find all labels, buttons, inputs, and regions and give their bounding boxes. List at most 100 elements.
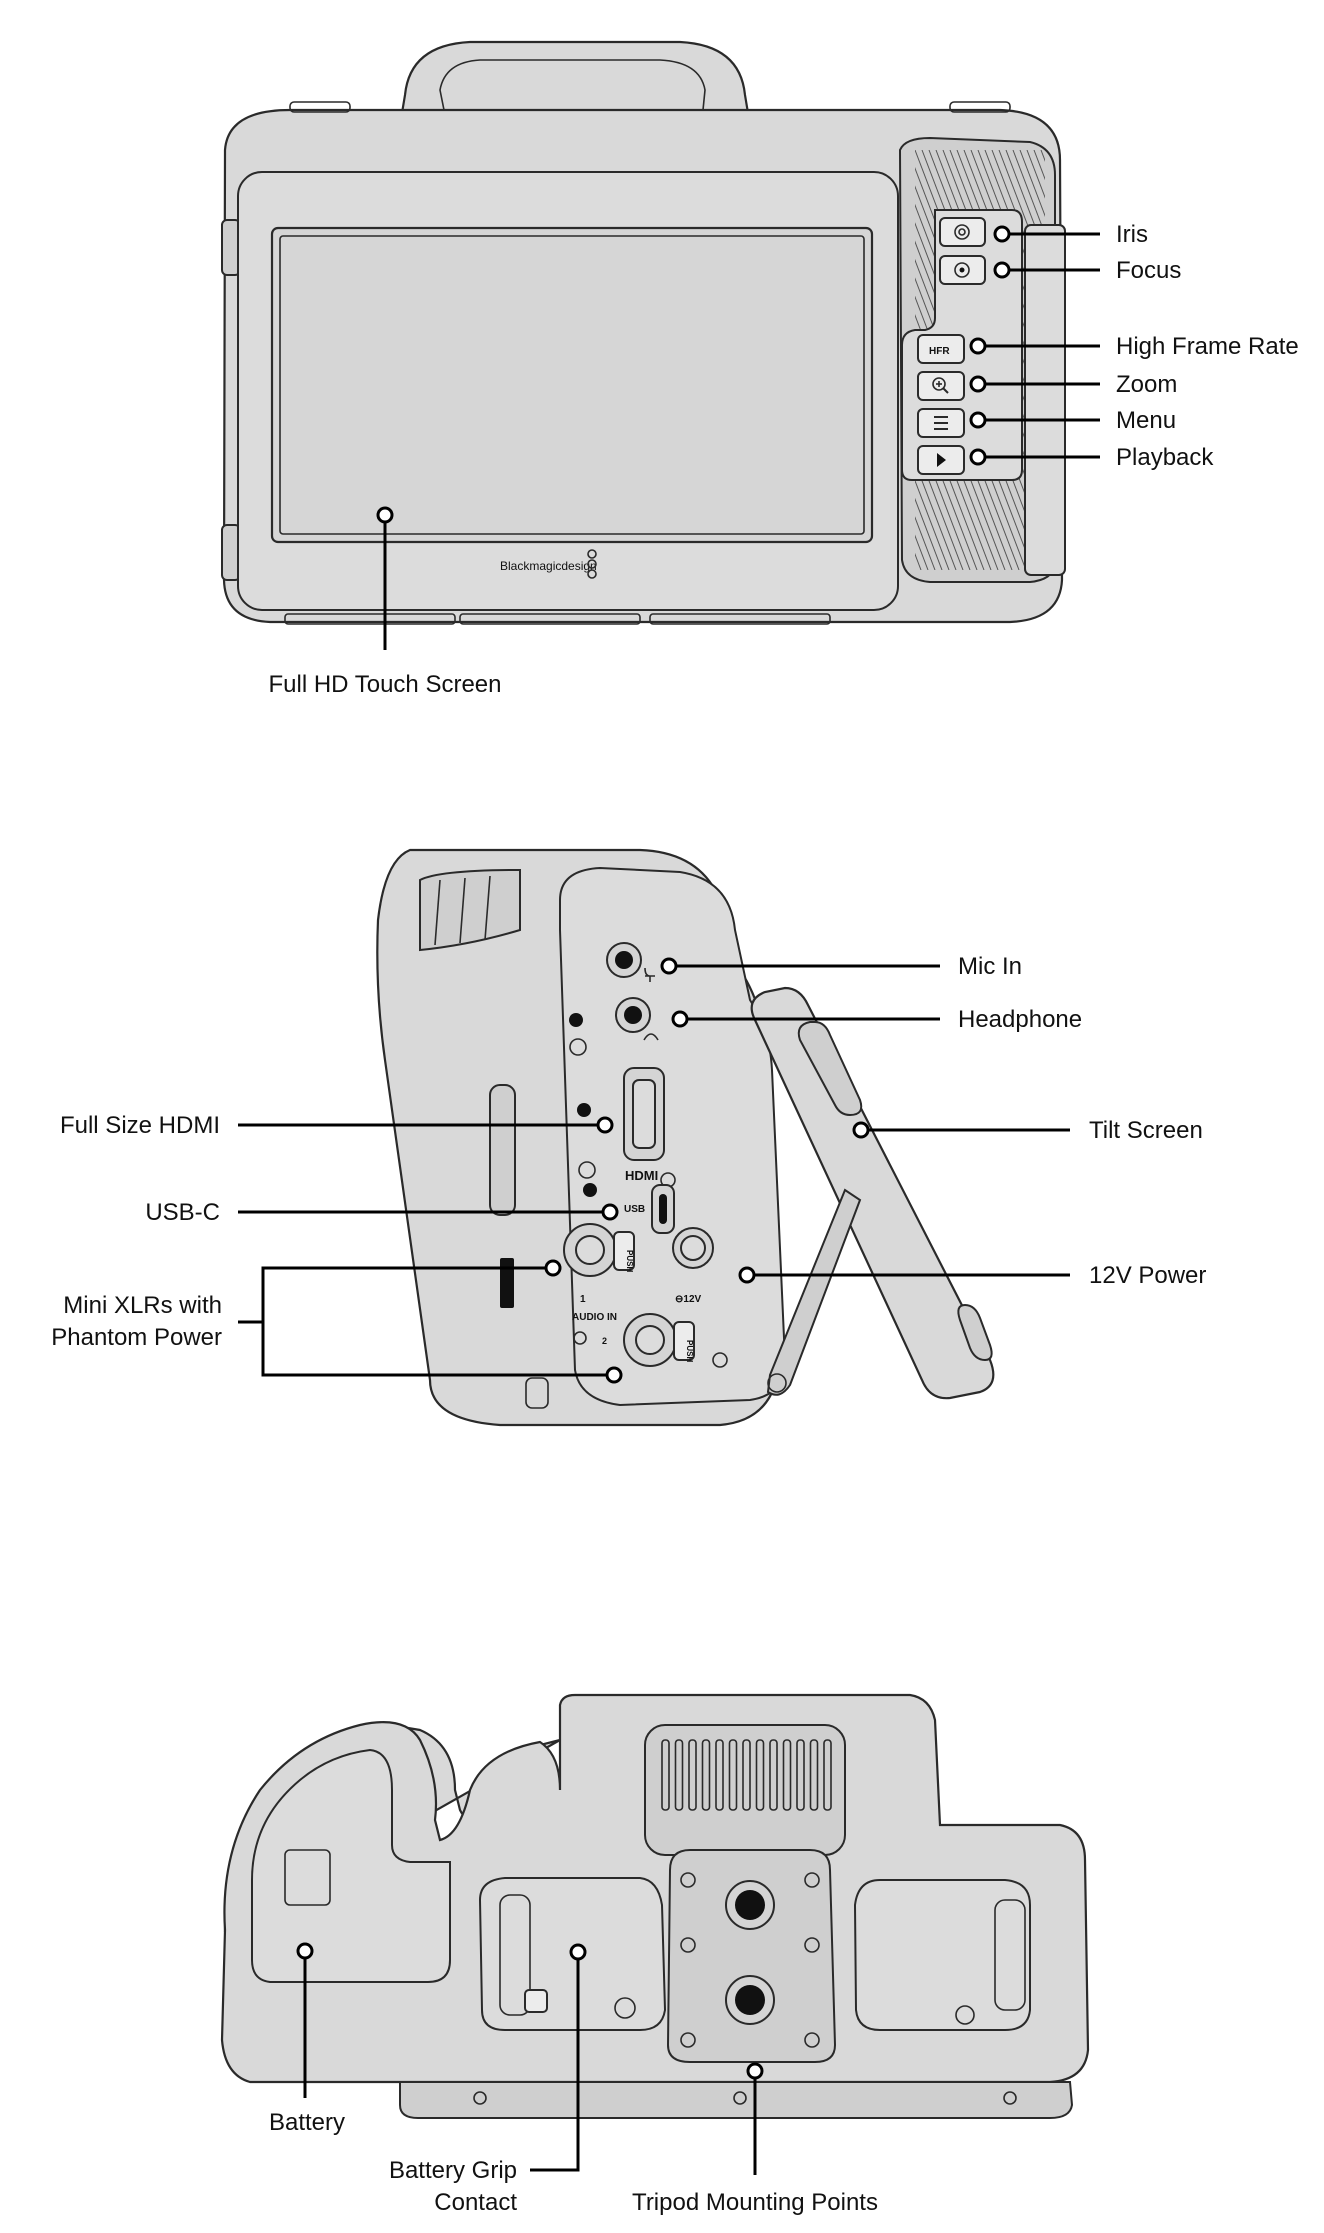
vent-slot (715, 1739, 724, 1811)
plate-screw (680, 1937, 696, 1953)
grip-hatch-line (1174, 150, 1324, 570)
screw-icon (712, 1352, 728, 1368)
grip-hatch-line (1069, 150, 1229, 570)
mini-xlr-port-2[interactable] (623, 1313, 695, 1367)
callout-playback (969, 448, 1100, 466)
back-view: Blackmagicdesign (221, 40, 1324, 698)
grip-hatch-line (1139, 150, 1299, 570)
vent-slot (809, 1739, 819, 1811)
touch-screen[interactable] (270, 226, 874, 544)
vent-slot (796, 1739, 805, 1811)
battery-latch (284, 1849, 331, 1906)
lip-screw (733, 2091, 747, 2105)
lip-screw (1003, 2091, 1017, 2105)
screw-icon (573, 1331, 587, 1345)
grip-hatch-line (1258, 150, 1324, 570)
playback-button[interactable] (917, 445, 965, 475)
label-zoom: Zoom (1116, 371, 1177, 398)
label-battery-grip-contact-line1: Battery Grip (389, 2157, 517, 2184)
label-playback: Playback (1116, 444, 1214, 471)
port-panel (559, 866, 787, 1407)
power-12v-port[interactable] (672, 1227, 714, 1269)
mini-xlr-port-1[interactable] (563, 1223, 635, 1277)
menu-button[interactable] (917, 408, 965, 438)
grip-hatch-line (1202, 150, 1324, 570)
vent-slot (769, 1739, 778, 1811)
tripod-mount-1[interactable] (725, 1880, 775, 1930)
vent-slot (782, 1739, 792, 1811)
play-icon (937, 453, 946, 467)
callout-battery-grip-contact (530, 1943, 587, 2172)
front-lip (399, 2081, 1074, 2119)
usb-text: USB (624, 1204, 645, 1215)
hfr-button[interactable]: HFR (917, 334, 965, 364)
label-full-hd-touch-screen: Full HD Touch Screen (269, 671, 502, 698)
label-high-frame-rate: High Frame Rate (1116, 333, 1299, 360)
grip-hatch-line (915, 150, 985, 570)
push-text-1: PUSH (625, 1250, 634, 1272)
grip-hatch-line (1048, 150, 1208, 570)
grip-hatch-line (1237, 150, 1324, 570)
brand-logo-text: Blackmagicdesign (500, 559, 597, 573)
label-headphone: Headphone (958, 1006, 1082, 1033)
hdmi-port[interactable] (623, 1067, 665, 1161)
label-mini-xlr-line2: Phantom Power (51, 1324, 222, 1351)
grip-hatch-line (1223, 150, 1324, 570)
callout-hdmi (238, 1116, 614, 1134)
mic-in-port[interactable] (606, 942, 642, 978)
side-view: HDMI USB PUSH 1 ⊖12V AUDIO IN 2 (51, 848, 1206, 1427)
vent-slot (661, 1739, 670, 1811)
grip-hatch-line (915, 150, 992, 570)
grip-hatch-line (1125, 150, 1285, 570)
callout-focus (993, 261, 1100, 279)
lower-button (525, 1377, 549, 1409)
grip-hatch-line (1160, 150, 1320, 570)
grip-hatch-line (1104, 150, 1264, 570)
grip-hatch-line (1230, 150, 1324, 570)
label-12v-power: 12V Power (1089, 1262, 1206, 1289)
grip-hatch-line (915, 150, 943, 570)
right-rail (994, 1899, 1026, 2011)
zoom-button[interactable] (917, 371, 965, 401)
xlr-2-number: 2 (602, 1336, 607, 1346)
tilt-screen[interactable] (750, 986, 995, 1400)
bottom-ridge (459, 613, 641, 625)
usb-c-port[interactable] (651, 1184, 675, 1234)
focus-icon (954, 262, 970, 278)
headphone-port[interactable] (615, 997, 651, 1033)
vent-slot (823, 1739, 832, 1811)
right-bottom-panel (853, 1879, 1031, 2031)
hfr-button-label: HFR (929, 346, 950, 357)
callout-tripod (746, 2062, 764, 2175)
grip-hatch-line (1146, 150, 1306, 570)
tripod-mount-2[interactable] (725, 1975, 775, 2025)
callout-mic-in (660, 957, 940, 975)
grip-hatch-line (1251, 150, 1324, 570)
grip-hatch-line (1118, 150, 1278, 570)
power-12v-text: ⊖12V (675, 1294, 702, 1305)
bottom-ridge (284, 613, 456, 625)
callout-zoom (969, 375, 1100, 393)
grip-hatch-line (1265, 150, 1324, 570)
grip-hatch-line (1181, 150, 1324, 570)
callout-menu (969, 411, 1100, 429)
label-tripod-mounting-points: Tripod Mounting Points (632, 2189, 878, 2216)
evf-outline (439, 59, 706, 141)
grip-hatch-line (1167, 150, 1324, 570)
grip-hatch-line (1062, 150, 1222, 570)
label-menu: Menu (1116, 407, 1176, 434)
side-vent-strip (489, 1084, 516, 1216)
label-full-size-hdmi: Full Size HDMI (60, 1112, 220, 1139)
label-iris: Iris (1116, 221, 1148, 248)
grip-hatch-line (915, 150, 971, 570)
grip-hatch-line (1244, 150, 1324, 570)
iris-button[interactable] (939, 217, 986, 247)
label-usb-c: USB-C (145, 1199, 220, 1226)
plate-screw (804, 2032, 820, 2048)
plate-screw (804, 1937, 820, 1953)
focus-button[interactable] (939, 255, 986, 285)
mic-icon (644, 967, 655, 982)
battery-door (251, 1748, 451, 1983)
grip-hatch-line (1012, 150, 1045, 570)
